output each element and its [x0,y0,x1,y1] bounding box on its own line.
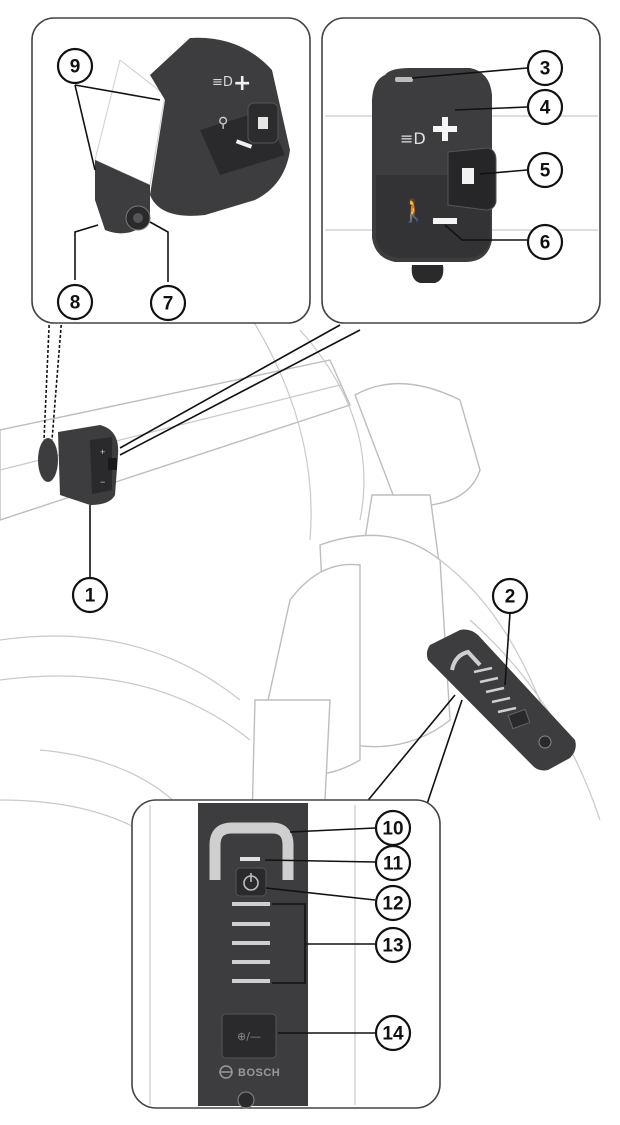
callout-14-label: 14 [382,1024,404,1045]
status-led [240,857,260,861]
callout-12-label: 12 [382,894,403,915]
status-led [395,77,413,82]
callout-3: 3 [526,49,564,87]
stem-clamp [354,382,481,506]
plus-icon [433,117,457,141]
callout-8: 8 [56,283,94,321]
svg-text:≡D: ≡D [212,75,233,90]
callout-5-label: 5 [540,161,551,182]
callout-11: 11 [374,844,412,882]
callout-6: 6 [526,223,564,261]
callout-11-label: 11 [383,854,404,875]
svg-text:+: + [100,447,105,457]
callout-2-label: 2 [505,587,516,608]
svg-text:⊕/—: ⊕/— [237,1030,261,1043]
plus-icon: + [233,71,251,96]
callout-5: 5 [526,151,564,189]
light-icon: ≡D [400,129,426,148]
svg-text:🚶: 🚶 [400,198,427,224]
svg-text:⚲: ⚲ [218,115,228,131]
status-bar [209,822,294,880]
svg-text:−: − [100,477,105,487]
walk-assist-icon: ⚲ [218,115,228,131]
callout-10-label: 10 [382,819,403,840]
panel-control-unit-side: ≡D + ⚲ [31,17,311,324]
callout-9: 9 [56,47,94,85]
callout-10: 10 [374,809,412,847]
control-unit-mounted: + − [38,425,119,505]
callouts: 1 2 3 4 5 6 7 8 [56,47,564,1052]
bosch-logo-icon [219,1065,233,1079]
callout-4: 4 [526,88,564,126]
light-icon: ≡D [212,75,233,90]
callout-4-label: 4 [540,98,551,119]
zoom-pointers-bottom [359,694,463,811]
callout-14: 14 [374,1014,412,1052]
callout-2: 2 [491,577,529,615]
zoom-pointers-top [43,304,361,456]
svg-text:+: + [233,71,251,96]
connector-icon [411,265,444,283]
svg-text:≡D: ≡D [400,129,426,148]
callout-8-label: 8 [70,293,81,314]
callout-13: 13 [374,926,412,964]
panel-display-unit: ⊕/— BOSCH [131,799,441,1109]
power-icon [235,867,267,897]
walk-assist-icon: 🚶 [400,198,427,224]
callout-12: 12 [374,884,412,922]
callout-1: 1 [71,505,109,614]
callout-7-label: 7 [163,294,174,315]
callout-7: 7 [149,284,187,322]
callout-6-label: 6 [540,233,551,254]
charging-port-icon: ⊕/— [221,1013,277,1059]
callout-13-label: 13 [382,936,403,957]
display-unit-mounted [426,612,576,771]
brand-label: BOSCH [238,1067,280,1079]
charge-level-leds [232,902,270,983]
minus-icon [235,139,253,149]
callout-9-label: 9 [70,57,81,78]
minus-icon [433,218,457,224]
callout-3-label: 3 [540,59,551,80]
callout-1-label: 1 [85,586,96,607]
